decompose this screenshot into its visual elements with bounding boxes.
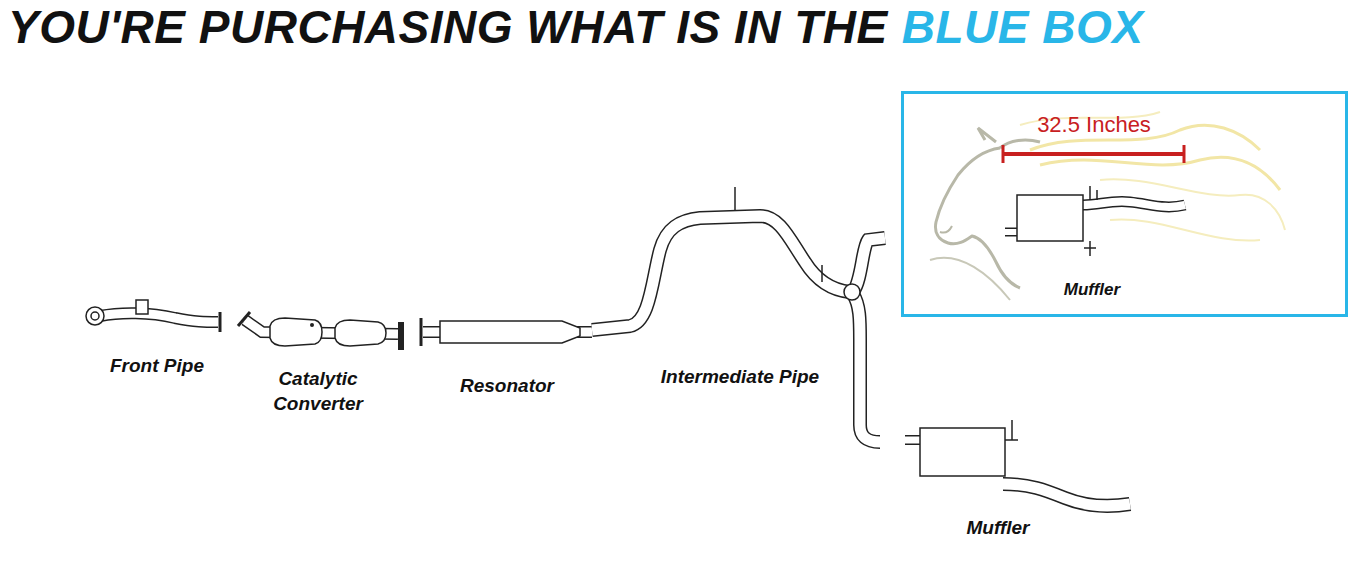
sensor-port — [310, 323, 314, 327]
flange — [86, 307, 104, 325]
pipe-outline — [592, 216, 850, 330]
mane-wisp — [1110, 219, 1260, 240]
horse-head-outline — [936, 148, 1021, 288]
resonator — [421, 318, 592, 346]
dimension-bar — [1003, 152, 1184, 156]
flange — [238, 312, 250, 326]
heading-highlight: BLUE BOX — [902, 0, 1144, 54]
horse-neck-line — [930, 258, 1010, 300]
muffler-inlet-fill — [1005, 229, 1017, 235]
dimension-line — [1003, 145, 1184, 163]
flange — [420, 318, 423, 346]
tail-pipe — [1003, 484, 1130, 506]
bracket — [136, 300, 148, 314]
muffler-inlet — [1005, 228, 1017, 237]
flange-hole — [91, 312, 99, 320]
converter-body — [270, 318, 322, 346]
dimension-tick — [1002, 145, 1005, 163]
pipe-fill — [592, 216, 850, 330]
converter-body — [335, 320, 386, 346]
pipe-outline — [853, 238, 885, 292]
part-label: Catalytic Converter — [248, 367, 388, 416]
muffler-inlet — [905, 435, 920, 445]
horse-ear — [978, 128, 996, 142]
muffler-body — [920, 428, 1005, 476]
tail-pipe-fill — [1083, 202, 1185, 207]
horse-watermark — [930, 112, 1285, 300]
resonator-body — [440, 321, 580, 343]
hanger — [734, 187, 736, 210]
part-label: Muffler — [1064, 280, 1120, 300]
part-label: Muffler — [967, 516, 1030, 541]
highlight-box: 32.5 InchesMuffler — [901, 91, 1348, 317]
hanger — [1084, 247, 1096, 249]
hanger — [1005, 439, 1018, 441]
tail-pipe-fill — [1003, 484, 1130, 506]
flange — [219, 312, 222, 332]
intermediate-pipe — [592, 187, 885, 442]
hanger — [1096, 190, 1098, 200]
pipe-outline — [853, 294, 880, 442]
tail-pipe — [1083, 202, 1185, 207]
front-pipe — [86, 300, 220, 332]
pipe-fill — [853, 238, 885, 292]
hanger — [1089, 186, 1091, 200]
pipe-outline — [100, 313, 218, 322]
dimension-tick — [1183, 145, 1186, 163]
part-label: Intermediate Pipe — [660, 365, 820, 390]
part-label: Front Pipe — [110, 354, 204, 379]
muffler-drawing — [905, 420, 1130, 506]
muffler-drawing — [1005, 186, 1185, 256]
pipe-fill — [853, 294, 880, 442]
part-label: Resonator — [460, 374, 554, 399]
horse-nostril — [940, 226, 952, 233]
horse-mane-line — [1000, 140, 1040, 148]
flange — [398, 322, 404, 350]
pipe-fill — [100, 313, 218, 322]
dimension-label: 32.5 Inches — [1037, 112, 1151, 138]
hanger — [821, 265, 823, 282]
hanger — [1011, 420, 1013, 440]
catalytic-converter — [238, 312, 404, 350]
y-junction — [844, 284, 860, 300]
muffler-inlet-fill — [905, 437, 920, 444]
heading: YOU'RE PURCHASING WHAT IS IN THE — [8, 0, 888, 54]
muffler-body — [1017, 195, 1083, 241]
